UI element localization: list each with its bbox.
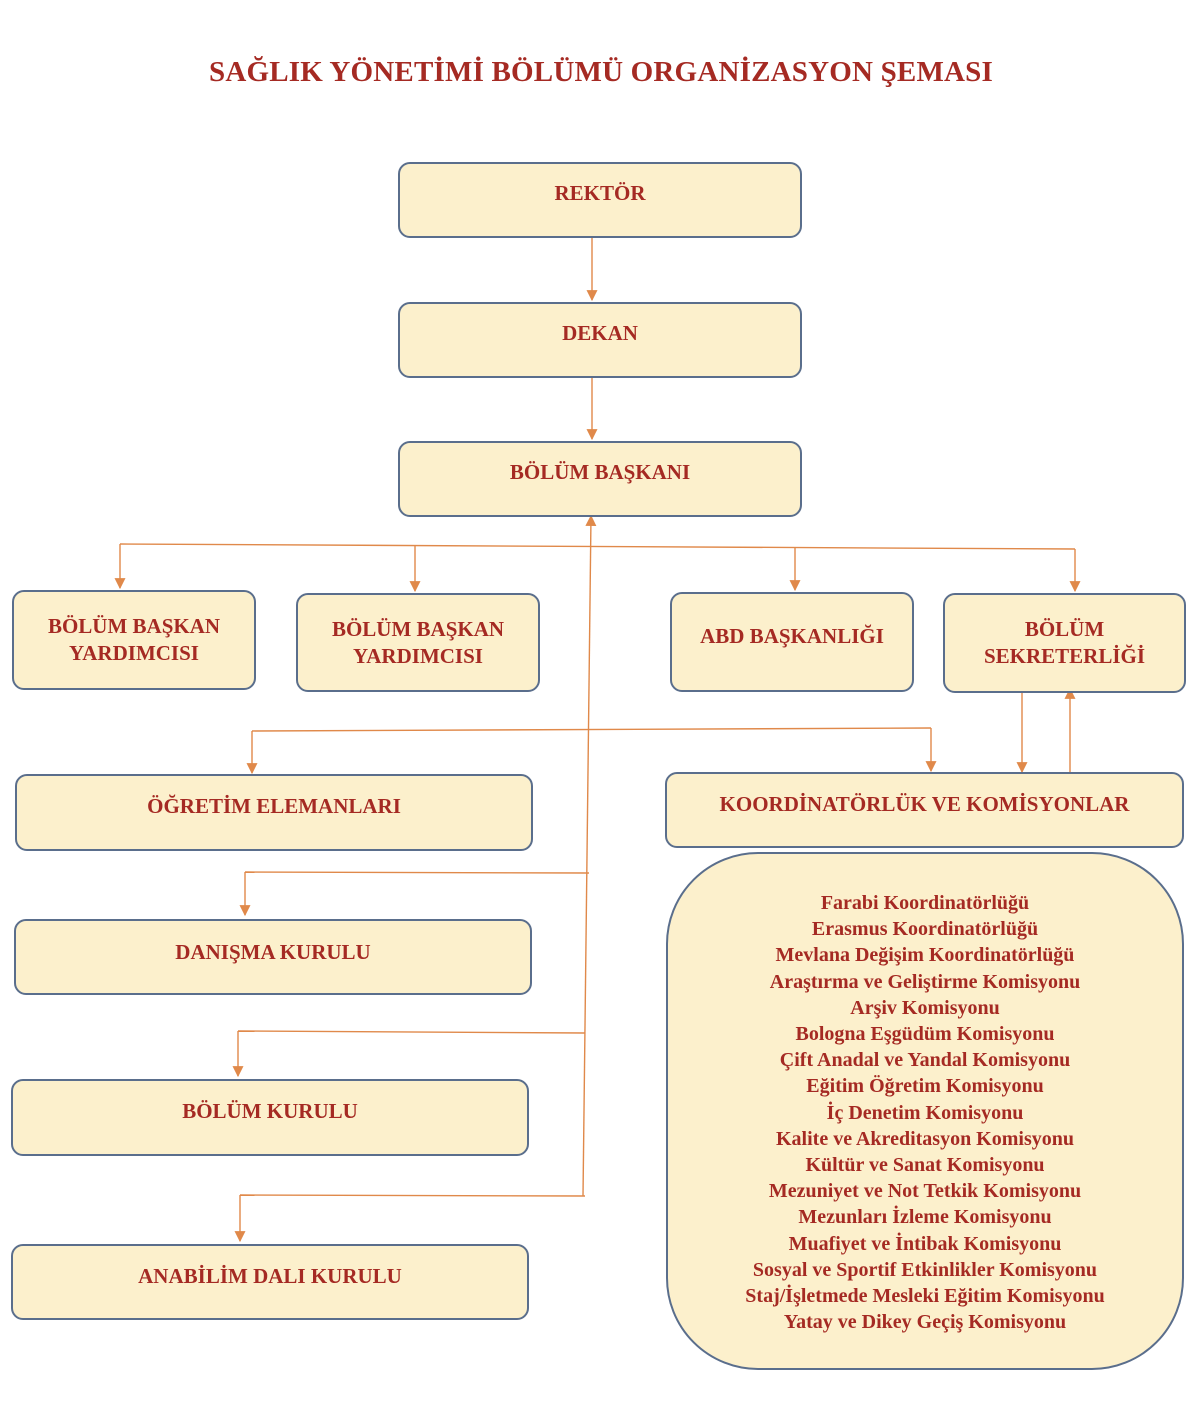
- node-abd-baskanligi: ABD BAŞKANLIĞI: [670, 592, 914, 692]
- node-sekreterlik-line-1: BÖLÜM: [1024, 617, 1105, 641]
- connector-branch-anabilim: [239, 1194, 586, 1197]
- committee-item: Muafiyet ve İntibak Komisyonu: [788, 1232, 1062, 1255]
- committee-item: Kalite ve Akreditasyon Komisyonu: [776, 1127, 1074, 1150]
- node-danisma-kurulu: DANIŞMA KURULU: [14, 919, 532, 995]
- committee-item: Kültür ve Sanat Komisyonu: [805, 1154, 1045, 1177]
- committee-item: Eğitim Öğretim Komisyonu: [806, 1075, 1044, 1098]
- node-koordinatorluk-ve-komisyonlar: KOORDİNATÖRLÜK VE KOMİSYONLAR: [665, 772, 1184, 848]
- node-bolum-baskani-label: BÖLÜM BAŞKANI: [509, 460, 691, 484]
- committee-item: Farabi Koordinatörlüğü: [820, 892, 1030, 914]
- node-yardimci-1-line-2: YARDIMCISI: [69, 641, 199, 665]
- connector-mid-bar: [251, 727, 932, 732]
- node-yardimci-2-line-1: BÖLÜM BAŞKAN: [331, 616, 505, 641]
- node-anabilim-dali-kurulu-label: ANABİLİM DALI KURULU: [138, 1264, 402, 1288]
- node-bolum-kurulu: BÖLÜM KURULU: [11, 1079, 529, 1156]
- connector-branch-bolum-kurulu: [237, 1030, 586, 1034]
- connector-trunk: [582, 514, 597, 1197]
- node-bolum-baskan-yardimcisi-1: BÖLÜM BAŞKAN YARDIMCISI: [12, 590, 256, 690]
- committee-item: Mevlana Değişim Koordinatörlüğü: [775, 944, 1075, 967]
- committees-list: Farabi Koordinatörlüğü Erasmus Koordinat…: [668, 890, 1182, 1335]
- node-danisma-kurulu-label: DANIŞMA KURULU: [175, 940, 371, 964]
- node-rektor: REKTÖR: [398, 162, 802, 238]
- committee-item: Mezuniyet ve Not Tetkik Komisyonu: [768, 1180, 1082, 1203]
- connector-branch-danisma: [244, 871, 590, 874]
- committee-item: Çift Anadal ve Yandal Komisyonu: [779, 1049, 1071, 1072]
- committee-item: Sosyal ve Sportif Etkinlikler Komisyonu: [752, 1258, 1098, 1281]
- committee-item: Staj/İşletmede Mesleki Eğitim Komisyonu: [745, 1285, 1105, 1308]
- node-dekan-label: DEKAN: [562, 321, 638, 345]
- chart-title: SAĞLIK YÖNETİMİ BÖLÜMÜ ORGANİZASYON ŞEMA…: [209, 56, 993, 88]
- node-rektor-label: REKTÖR: [554, 181, 646, 205]
- committee-item: Erasmus Koordinatörlüğü: [811, 918, 1039, 941]
- node-ogretim-elemanlari: ÖĞRETİM ELEMANLARI: [15, 774, 533, 851]
- committee-item: Mezunları İzleme Komisyonu: [798, 1206, 1052, 1229]
- connector-top-bar: [119, 543, 1076, 550]
- node-bolum-baskan-yardimcisi-2: BÖLÜM BAŞKAN YARDIMCISI: [296, 593, 540, 692]
- node-ogretim-elemanlari-label: ÖĞRETİM ELEMANLARI: [147, 794, 401, 818]
- node-yardimci-2-line-2: YARDIMCISI: [353, 643, 483, 668]
- node-sekreterlik-line-2: SEKRETERLİĞİ: [983, 644, 1146, 668]
- node-dekan: DEKAN: [398, 302, 802, 378]
- committee-item: İç Denetim Komisyonu: [826, 1101, 1024, 1124]
- node-yardimci-1-line-1: BÖLÜM BAŞKAN: [47, 614, 221, 638]
- committee-item: Yatay ve Dikey Geçiş Komisyonu: [783, 1311, 1067, 1334]
- committees-panel: Farabi Koordinatörlüğü Erasmus Koordinat…: [666, 852, 1184, 1370]
- committee-item: Bologna Eşgüdüm Komisyonu: [795, 1023, 1055, 1046]
- node-bolum-kurulu-label: BÖLÜM KURULU: [182, 1099, 358, 1123]
- committee-item: Arşiv Komisyonu: [850, 996, 1000, 1019]
- node-koordinatorluk-label: KOORDİNATÖRLÜK VE KOMİSYONLAR: [719, 792, 1130, 816]
- node-bolum-sekreterligi: BÖLÜM SEKRETERLİĞİ: [943, 593, 1186, 693]
- committee-item: Araştırma ve Geliştirme Komisyonu: [769, 970, 1081, 993]
- node-bolum-baskani: BÖLÜM BAŞKANI: [398, 441, 802, 517]
- node-anabilim-dali-kurulu: ANABİLİM DALI KURULU: [11, 1244, 529, 1320]
- node-abd-baskanligi-label: ABD BAŞKANLIĞI: [700, 624, 884, 648]
